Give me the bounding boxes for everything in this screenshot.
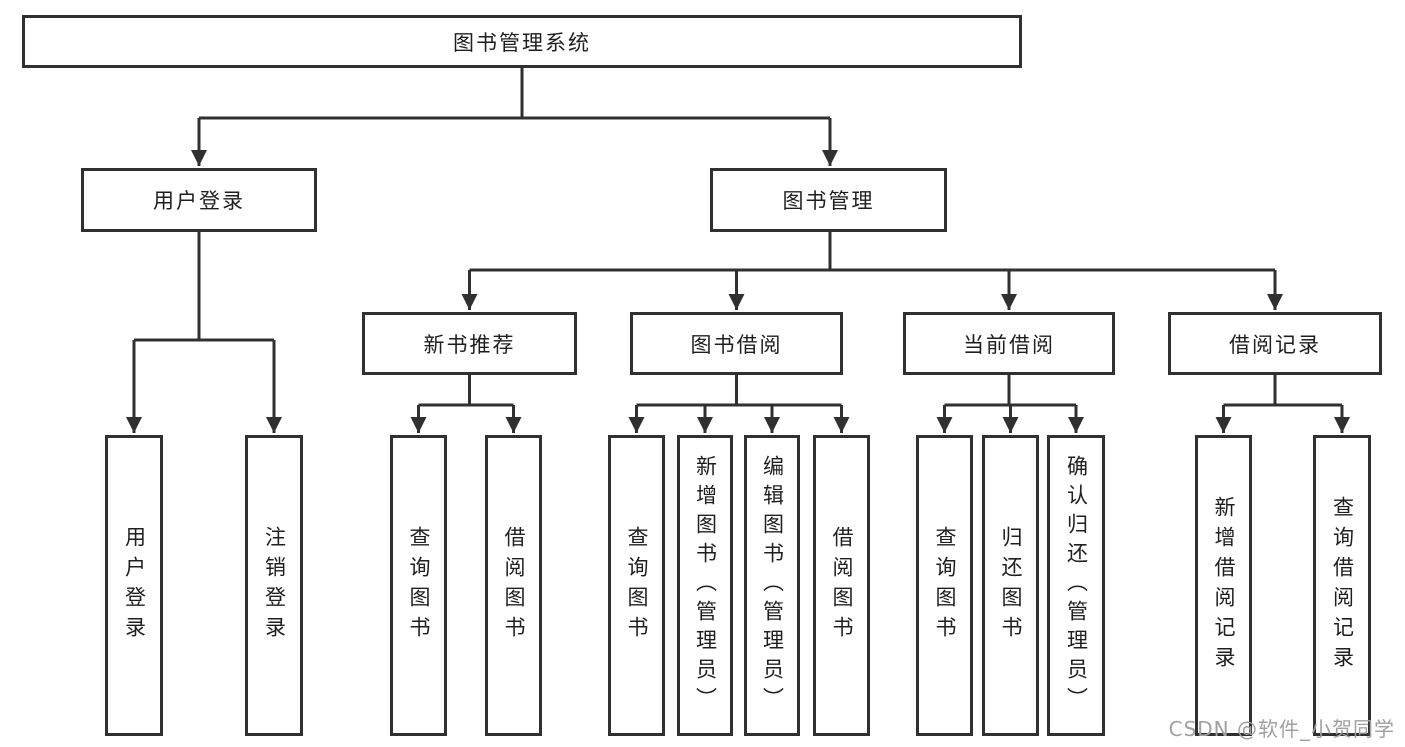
leaf-borrowing-add-book-admin: 新增图书（管理员） [677,435,733,736]
node-new-book-recommendation: 新书推荐 [362,312,577,375]
leaf-logout: 注销登录 [245,435,303,736]
leaf-recommend-query-books-label: 查询图书 [407,525,431,646]
leaf-current-query-books-label: 查询图书 [933,525,957,646]
leaf-current-confirm-return-admin-label: 确认归还（管理员） [1064,455,1089,716]
leaf-recommend-query-books: 查询图书 [390,435,447,736]
node-borrowing-records: 借阅记录 [1168,312,1382,375]
leaf-records-add-record-label: 新增借阅记录 [1212,495,1236,676]
leaf-borrowing-query-books-label: 查询图书 [625,525,649,646]
edge-book-management-children [461,232,1283,310]
leaf-logout-label: 注销登录 [262,525,287,646]
leaf-borrowing-edit-book-admin: 编辑图书（管理员） [744,435,800,736]
leaf-records-add-record: 新增借阅记录 [1195,435,1252,736]
node-book-borrowing: 图书借阅 [630,312,843,375]
leaf-current-return-books-label: 归还图书 [999,525,1023,646]
leaf-current-query-books: 查询图书 [916,435,973,736]
leaf-user-login: 用户登录 [105,435,163,736]
csdn-watermark: CSDN @软件_小贺同学 [1168,717,1395,741]
leaf-recommend-borrow-books-label: 借阅图书 [502,525,526,646]
node-current-borrowing: 当前借阅 [903,312,1115,375]
edge-recommend-children [410,375,522,433]
leaf-borrowing-query-books: 查询图书 [608,435,665,736]
edge-records-children [1215,375,1350,433]
node-library-management-system: 图书管理系统 [22,15,1022,68]
leaf-current-confirm-return-admin: 确认归还（管理员） [1047,435,1105,736]
leaf-current-return-books: 归还图书 [982,435,1039,736]
leaf-borrowing-borrow-books-label: 借阅图书 [830,525,854,646]
edge-root-to-level2 [191,68,838,166]
leaf-records-query-record-label: 查询借阅记录 [1330,495,1355,676]
leaf-borrowing-edit-book-admin-label: 编辑图书（管理员） [760,455,785,716]
node-book-management: 图书管理 [710,168,947,232]
leaf-records-query-record: 查询借阅记录 [1313,435,1371,736]
leaf-recommend-borrow-books: 借阅图书 [485,435,542,736]
edge-current-children [936,375,1084,433]
edge-borrowing-children [628,375,850,433]
leaf-user-login-label: 用户登录 [122,525,147,646]
leaf-borrowing-borrow-books: 借阅图书 [813,435,870,736]
node-user-login: 用户登录 [81,168,317,232]
edge-user-login-children [126,232,282,433]
leaf-borrowing-add-book-admin-label: 新增图书（管理员） [693,455,718,716]
